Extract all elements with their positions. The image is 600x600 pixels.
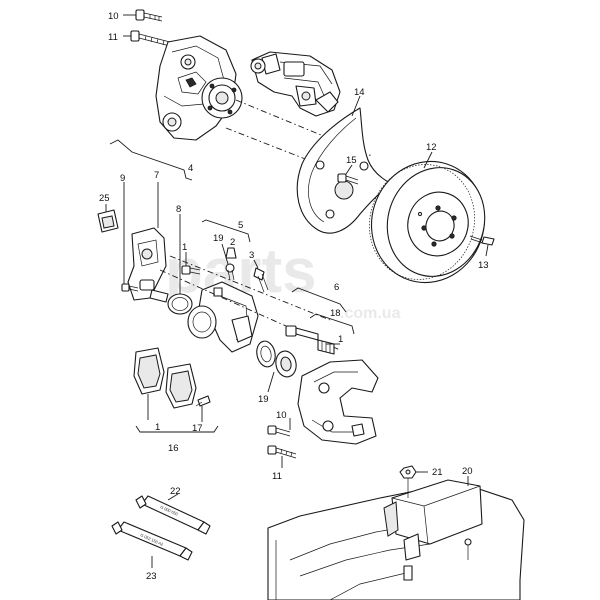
bracket-group-4 (109, 139, 193, 181)
leader-22 (167, 493, 179, 501)
callout-2: 2 (230, 237, 235, 248)
screw-13 (469, 235, 495, 246)
leader-3 (253, 259, 259, 269)
leader-19b (267, 371, 275, 393)
callout-3: 3 (249, 250, 254, 261)
callout-9: 9 (120, 173, 125, 184)
callout-18: 18 (330, 308, 341, 319)
callout-6: 6 (334, 282, 339, 293)
bolt-15-shield (337, 173, 359, 185)
callout-16: 16 (168, 443, 179, 454)
axis-line-frame-b (169, 255, 331, 321)
callout-7: 7 (154, 170, 159, 181)
callout-19-upper: 19 (213, 233, 224, 244)
bolt-10-top (135, 9, 163, 22)
callout-5: 5 (238, 220, 243, 231)
guide-bolt-1-lower (285, 325, 319, 341)
bolt-10-lower (267, 425, 291, 437)
callout-4: 4 (188, 163, 193, 174)
callout-10-top: 10 (108, 11, 119, 22)
control-unit-20 (383, 479, 483, 561)
callout-25: 25 (99, 193, 110, 204)
bracket-group-6 (291, 287, 347, 313)
callout-13: 13 (478, 260, 489, 271)
callout-21: 21 (432, 467, 443, 478)
splash-shield (296, 107, 393, 234)
bracket-group-5 (201, 219, 251, 243)
callout-12: 12 (426, 142, 437, 153)
grease-tube-23: G 052 150 A2 (111, 521, 193, 561)
caliper-carrier-bracket (297, 359, 379, 445)
dust-boot-19 (256, 340, 297, 378)
brake-pad-right (165, 363, 197, 409)
callout-1-upper: 1 (182, 242, 187, 253)
callout-22: 22 (170, 486, 181, 497)
callout-20: 20 (462, 466, 473, 477)
callout-11-lower: 11 (272, 471, 282, 482)
leader-19a (221, 243, 229, 265)
watermark-domain: .com.ua (340, 305, 401, 322)
guide-bush-18 (317, 339, 335, 355)
grease-tube-22: G 000 650 (135, 495, 211, 535)
leader-14 (351, 95, 361, 117)
callout-23: 23 (146, 571, 157, 582)
wear-sensor-17 (195, 395, 211, 407)
bleed-screw-1 (181, 265, 201, 275)
axis-line-carrier-to-disc (225, 127, 401, 197)
leader-13 (485, 244, 489, 257)
stud-bolt (403, 565, 413, 581)
bolt-11-lower (267, 445, 297, 459)
brake-disc (369, 160, 486, 284)
brake-pad-left (133, 347, 165, 395)
leader-15 (345, 164, 353, 175)
callout-1-pads: 1 (155, 422, 160, 433)
callout-11-top: 11 (108, 32, 118, 43)
caliper-housing-7 (127, 227, 169, 303)
callout-8: 8 (176, 204, 181, 215)
cap-2 (225, 247, 237, 259)
guide-bolt-9 (121, 283, 139, 292)
bracket-group-16 (135, 425, 219, 433)
callout-15: 15 (346, 155, 357, 166)
bolt-3 (253, 267, 269, 293)
callout-10-lower: 10 (276, 410, 287, 421)
caliper-frame (187, 281, 259, 353)
bolt-11-top (130, 30, 171, 47)
callout-1-middle: 1 (338, 334, 343, 345)
callout-17: 17 (192, 423, 203, 434)
seal-ring-8 (167, 293, 193, 315)
callout-19-lower: 19 (258, 394, 269, 405)
wheel-hub-carrier (155, 35, 243, 141)
caliper-assembly-top (250, 51, 341, 117)
nut-21 (399, 465, 417, 498)
anti-rattle-clip-25 (97, 209, 119, 233)
callout-14: 14 (354, 87, 365, 98)
leader-12 (423, 151, 433, 169)
bracket-group-18 (309, 313, 355, 335)
screw-19-upper (225, 263, 235, 281)
